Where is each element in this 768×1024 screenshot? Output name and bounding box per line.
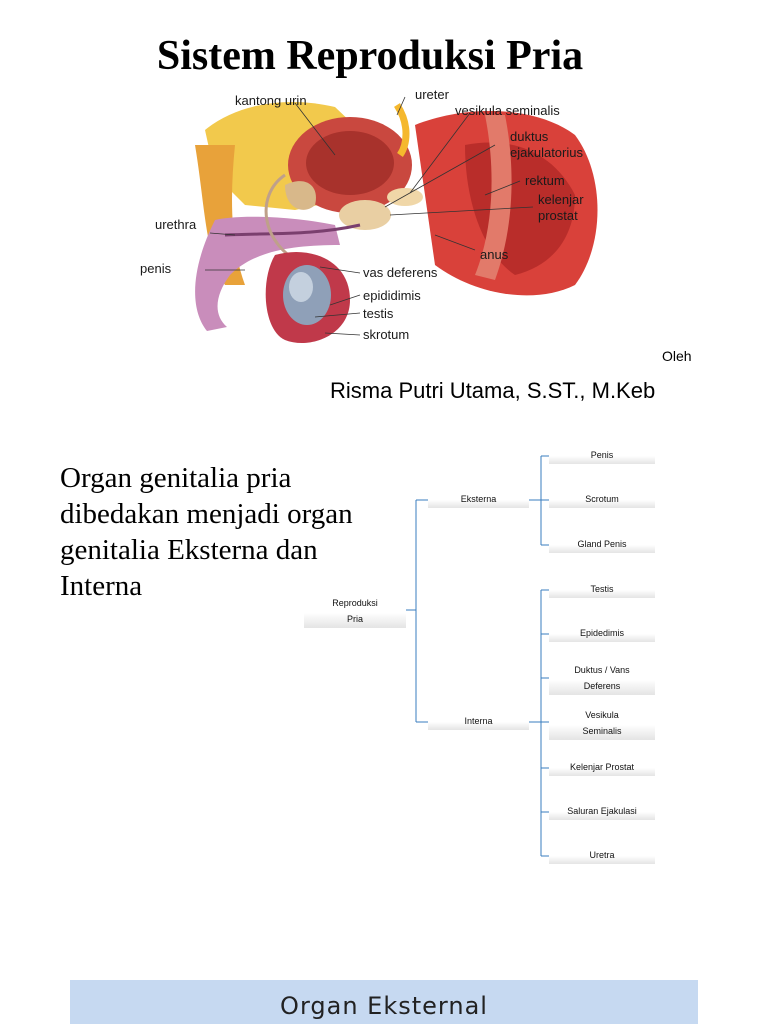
label-penis: penis bbox=[140, 261, 172, 276]
label-rektum: rektum bbox=[525, 173, 565, 188]
label-urethra: urethra bbox=[155, 217, 197, 232]
label-epididimis: epididimis bbox=[363, 288, 421, 303]
seminal-vesicle bbox=[387, 188, 423, 206]
label-ureter: ureter bbox=[415, 87, 450, 102]
tree-root-line2: Pria bbox=[347, 611, 363, 627]
tree-leaf-vesikula: Vesikula Seminalis bbox=[549, 706, 655, 740]
tree-node-interna: Interna bbox=[428, 712, 529, 730]
tree-leaf-saluran-ejakulasi: Saluran Ejakulasi bbox=[549, 802, 655, 820]
prostate bbox=[339, 200, 391, 230]
tree-leaf-gland-penis: Gland Penis bbox=[549, 535, 655, 553]
label-kantong-urin: kantong urin bbox=[235, 93, 307, 108]
tree-leaf-penis: Penis bbox=[549, 446, 655, 464]
byline-oleh: Oleh bbox=[662, 348, 692, 364]
bladder-inner bbox=[306, 131, 394, 195]
label-testis: testis bbox=[363, 306, 394, 321]
tree-leaf-kelenjar-prostat: Kelenjar Prostat bbox=[549, 758, 655, 776]
tree-node-root: Reproduksi Pria bbox=[304, 594, 406, 628]
tree-leaf-vesikula-line2: Seminalis bbox=[582, 723, 621, 739]
author-name: Risma Putri Utama, S.ST., M.Keb bbox=[330, 378, 655, 404]
tree-leaf-testis: Testis bbox=[549, 580, 655, 598]
tree-leaf-duktus: Duktus / Vans Deferens bbox=[549, 661, 655, 695]
tree-leaf-uretra: Uretra bbox=[549, 846, 655, 864]
section-banner-title: Organ Eksternal bbox=[280, 992, 488, 1020]
label-duktus: duktus bbox=[510, 129, 549, 144]
label-kelenjar: kelenjar bbox=[538, 192, 584, 207]
tree-node-eksterna: Eksterna bbox=[428, 490, 529, 508]
tree-leaf-duktus-line2: Deferens bbox=[584, 678, 621, 694]
anatomy-illustration: kantong urin ureter vesikula seminalis d… bbox=[135, 85, 625, 350]
intro-text: Organ genitalia pria dibedakan menjadi o… bbox=[60, 460, 360, 604]
label-ejakulatorius: ejakulatorius bbox=[510, 145, 583, 160]
tree-leaf-scrotum: Scrotum bbox=[549, 490, 655, 508]
label-skrotum: skrotum bbox=[363, 327, 409, 342]
tree-leaf-epidedimis: Epidedimis bbox=[549, 624, 655, 642]
section-banner: Organ Eksternal bbox=[70, 980, 698, 1024]
testis-highlight bbox=[289, 272, 313, 302]
tree-leaf-vesikula-line1: Vesikula bbox=[585, 707, 619, 723]
tree-root-line1: Reproduksi bbox=[332, 595, 378, 611]
label-anus: anus bbox=[480, 247, 509, 262]
label-vas-deferens: vas deferens bbox=[363, 265, 438, 280]
label-prostat: prostat bbox=[538, 208, 578, 223]
tree-leaf-duktus-line1: Duktus / Vans bbox=[574, 662, 629, 678]
page-title: Sistem Reproduksi Pria bbox=[0, 32, 740, 80]
label-vesikula-seminalis: vesikula seminalis bbox=[455, 103, 560, 118]
